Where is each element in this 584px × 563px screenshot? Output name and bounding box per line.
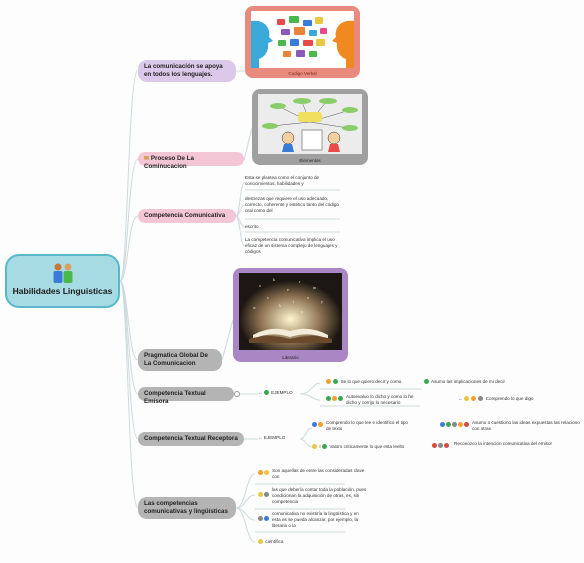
status-icons: [258, 470, 270, 476]
status-icons: [258, 492, 270, 498]
svg-text:s: s: [267, 295, 269, 300]
competencia-text-4: La competencia comunicativa implica el u…: [245, 237, 338, 254]
receptora-item-3-label: Valoro criticamente lo que esta leelto: [329, 444, 405, 449]
receptora-item-3: ! Valoro criticamente lo que esta leelto: [312, 444, 404, 450]
status-icons: [258, 516, 270, 522]
branch-textual-receptora[interactable]: Competencia Textual Receptora: [138, 432, 244, 446]
emisora-item-2-label: Asumo las implicaciones de mi decir: [431, 379, 506, 384]
image-literario[interactable]: a k e r m s t o b y w n Literario: [233, 268, 348, 362]
image-caption: Elementos: [299, 158, 321, 163]
root-label: Habilidades Linguisticas: [12, 286, 113, 296]
bulb-icon: [312, 444, 317, 450]
smile-icon: [471, 396, 477, 402]
faces-speech-illustration: [251, 11, 354, 68]
linguistica-item-1: Son aquellas de entre las consideradas c…: [258, 468, 368, 480]
linguistica-item-2-label: las que debería contar toda la población…: [272, 487, 367, 504]
receptora-ejemplo-label: EJEMPLO: [263, 435, 286, 440]
status-icons: [432, 443, 450, 449]
branch-proceso-comunicacion[interactable]: ✉ Proceso De La Cominucacion: [138, 152, 244, 170]
emisora-item-2: Asumo las implicaciones de mi decir: [424, 379, 505, 385]
linguistica-item-3: comunicativa no existiría la lingüística…: [258, 511, 368, 529]
check-icon: [424, 379, 429, 385]
linguistica-item-4-label: científica: [265, 539, 284, 544]
svg-text:n: n: [301, 309, 303, 314]
emisora-item-4: ↔ Comprendo lo que digo: [458, 396, 533, 402]
svg-text:k: k: [273, 277, 275, 282]
branch-pragmatica-global[interactable]: Pragmatica Global De La Comunicacion: [138, 349, 222, 371]
competencia-text-1: Esta se plantea como el conjunto de cono…: [245, 175, 320, 186]
speaker-icon: [478, 396, 484, 402]
emisora-item-3: Autoevaluo lo dicho y como lo he dicho y…: [326, 394, 424, 406]
receptora-item-4-label: Reconozco la intencion comunicativa del …: [454, 441, 553, 446]
emisora-ejemplo-label: EJEMPLO: [271, 390, 293, 395]
svg-text:b: b: [279, 303, 281, 308]
svg-text:m: m: [313, 285, 317, 290]
arrows-icon: ↔: [458, 396, 463, 401]
linguistica-item-4: científica: [258, 539, 283, 545]
image-elementos[interactable]: Elementos: [252, 89, 368, 165]
emisora-item-4-label: Comprendo lo que digo: [485, 396, 534, 401]
status-icons: [440, 422, 470, 428]
linguistica-item-2: las que debería contar toda la población…: [258, 487, 368, 505]
emisora-ejemplo: ↔ EJEMPLO: [258, 390, 293, 396]
svg-text:w: w: [253, 305, 256, 310]
receptora-item-1-label: Comprendo lo que lee e identifico el tip…: [326, 420, 408, 431]
emisora-item-3-label: Autoevaluo lo dicho y como lo he dicho y…: [346, 394, 414, 405]
svg-text:a: a: [259, 283, 261, 288]
people-icon: [7, 262, 118, 284]
collapse-toggle[interactable]: [234, 391, 240, 397]
status-icons: [312, 422, 324, 428]
branch-comunicacion-lenguajes[interactable]: La comunicación se apoya en todos los le…: [138, 60, 236, 82]
status-icons: [326, 396, 344, 402]
thumbs-icon: [463, 396, 469, 402]
communication-elements-diagram: [258, 94, 362, 154]
svg-text:e: e: [287, 287, 289, 292]
emisora-item-1: Se lo que quiero decir y como: [326, 379, 401, 385]
image-caption: Codigo Verbal: [288, 71, 317, 76]
svg-text:t: t: [293, 299, 295, 304]
arrows-icon: ↔: [258, 435, 263, 440]
competencia-text-3: escrito: [245, 224, 259, 229]
svg-text:y: y: [321, 299, 323, 304]
branch-competencias-linguisticas[interactable]: Las competencias comunicativas y lingüís…: [138, 497, 236, 519]
branch-proceso-label: Proceso De La Cominucacion: [144, 155, 194, 170]
check-icon: [263, 390, 269, 396]
open-book-illustration: a k e r m s t o b y w n: [239, 273, 342, 350]
linguistica-item-3-label: comunicativa no existiría la lingüística…: [272, 511, 359, 528]
bulb-icon: [258, 539, 263, 545]
svg-text:o: o: [307, 295, 309, 300]
image-caption: Literario: [282, 355, 299, 360]
competencia-text-2: destrezas que requiere el uso adecuado, …: [245, 196, 339, 213]
receptora-item-1: Comprendo lo que lee e identifico el tip…: [312, 420, 412, 432]
branch-competencia-comunicativa[interactable]: Competencia Comunicativa: [138, 209, 236, 223]
receptora-ejemplo: ↔ EJEMPLO: [258, 435, 285, 441]
receptora-item-4: Reconozco la intencion comunicativa del …: [432, 441, 562, 449]
root-node[interactable]: Habilidades Linguisticas: [5, 254, 120, 308]
envelope-icon: ✉: [144, 155, 150, 162]
linguistica-item-1-label: Son aquellas de entre las consideradas c…: [272, 468, 365, 479]
image-codigo-verbal[interactable]: Codigo Verbal: [245, 6, 360, 78]
branch-textual-emisora[interactable]: Competencia Textual Emisora: [138, 387, 234, 405]
check-icon: [333, 379, 339, 385]
smile-icon: [326, 379, 331, 385]
check-icon: [322, 444, 328, 450]
arrows-icon: ↔: [258, 390, 263, 395]
exclamation-icon: !: [319, 444, 321, 449]
receptora-item-2-label: Asumo o cuestiono las ideas expuestas la…: [472, 420, 580, 431]
svg-text:r: r: [299, 279, 301, 284]
emisora-item-1-label: Se lo que quiero decir y como: [340, 379, 402, 384]
receptora-item-2: Asumo o cuestiono las ideas expuestas la…: [440, 420, 580, 432]
